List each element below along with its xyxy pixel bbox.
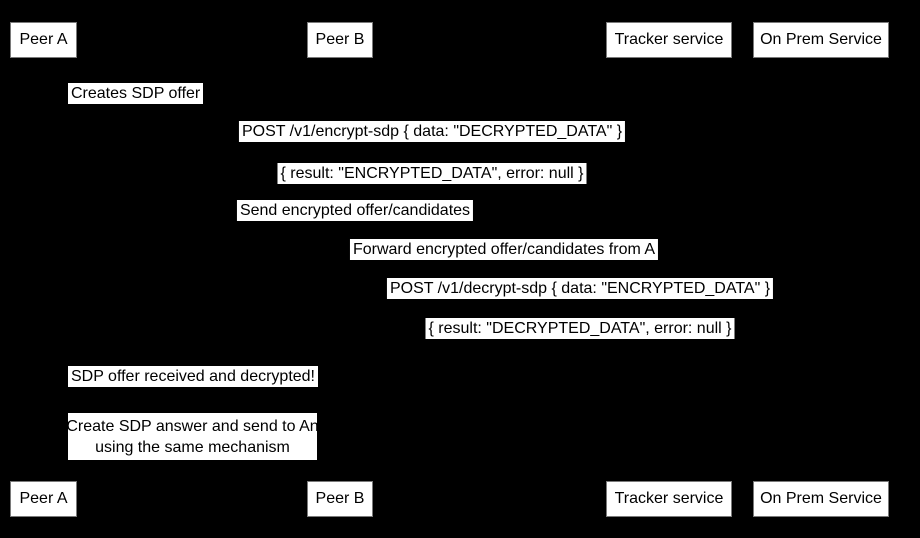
actor-on-prem-service-bottom: On Prem Service <box>753 481 889 517</box>
actor-peer-a-bottom: Peer A <box>10 481 77 517</box>
message-creates-sdp-offer: Creates SDP offer <box>68 83 204 104</box>
actor-peer-b-top: Peer B <box>307 22 373 58</box>
actor-tracker-service-top: Tracker service <box>606 22 732 58</box>
note-create-sdp-answer: Create SDP answer and send to An using t… <box>66 413 319 460</box>
message-post-encrypt-sdp: POST /v1/encrypt-sdp { data: "DECRYPTED_… <box>238 121 626 142</box>
actor-peer-a-top: Peer A <box>10 22 77 58</box>
note-line-2: using the same mechanism <box>95 438 290 456</box>
message-forward-encrypted-offer: Forward encrypted offer/candidates from … <box>349 239 659 260</box>
actor-tracker-service-bottom: Tracker service <box>606 481 732 517</box>
lifeline-peer-a <box>43 58 44 481</box>
note-line-1: Create SDP answer and send to An <box>66 417 319 435</box>
lifeline-on-prem-service <box>821 58 822 481</box>
lifeline-peer-b <box>340 58 341 481</box>
actor-peer-b-bottom: Peer B <box>307 481 373 517</box>
lifeline-tracker-service <box>669 58 670 481</box>
message-encrypt-result: { result: "ENCRYPTED_DATA", error: null … <box>277 163 587 184</box>
message-send-encrypted-offer: Send encrypted offer/candidates <box>236 200 474 221</box>
message-sdp-offer-received: SDP offer received and decrypted! <box>68 366 318 387</box>
actor-on-prem-service-top: On Prem Service <box>753 22 889 58</box>
message-decrypt-result: { result: "DECRYPTED_DATA", error: null … <box>425 318 735 339</box>
message-post-decrypt-sdp: POST /v1/decrypt-sdp { data: "ENCRYPTED_… <box>386 278 774 299</box>
